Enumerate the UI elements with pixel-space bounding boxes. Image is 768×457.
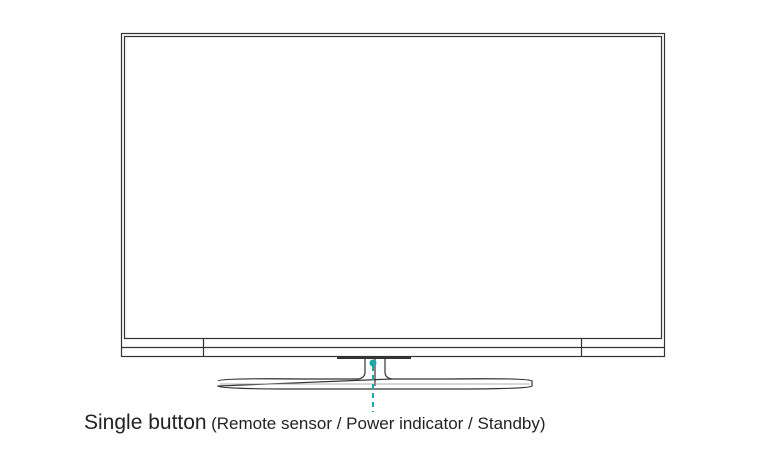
stand-base xyxy=(216,378,533,390)
callout-caption: Single button (Remote sensor / Power ind… xyxy=(84,411,546,435)
stand-mount-bar xyxy=(337,356,411,359)
tv-screen xyxy=(123,35,663,340)
caption-detail: (Remote sensor / Power indicator / Stand… xyxy=(211,414,546,433)
caption-main: Single button xyxy=(84,411,207,434)
tv-frame xyxy=(120,32,666,358)
single-button-icon[interactable] xyxy=(369,359,377,367)
